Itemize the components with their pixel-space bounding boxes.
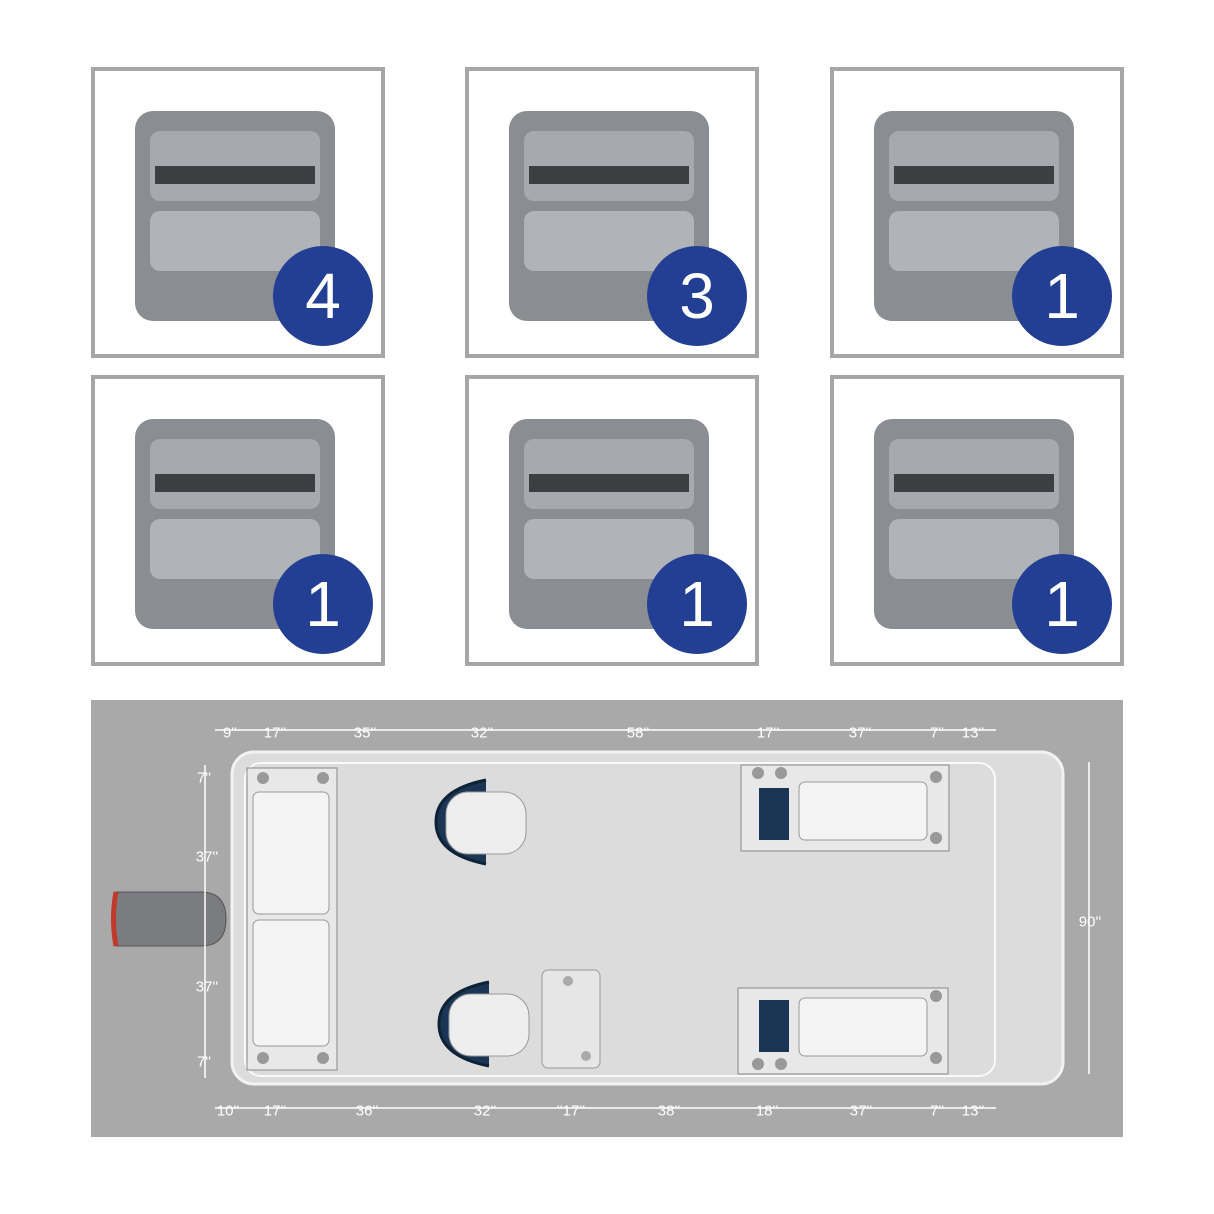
- dimension-label: 37'': [849, 1102, 873, 1120]
- dimension-label: 17'': [263, 1102, 287, 1120]
- quantity-badge: 1: [647, 554, 747, 654]
- quantity-badge: 3: [647, 246, 747, 346]
- quantity-badge: 4: [273, 246, 373, 346]
- dimension-label: 32'': [473, 1102, 497, 1120]
- dimension-label: 35'': [353, 724, 377, 742]
- dimension-label: 90'': [1078, 913, 1102, 931]
- seating-layout-diagram: 9'' 17'' 35'' 32'' 58'' 17'' 37'' 7'' 13'' 10'' 17…: [91, 700, 1123, 1137]
- deck-fence: [244, 762, 996, 1077]
- dimension-label: 17'': [756, 724, 780, 742]
- dimension-label: 37'': [848, 724, 872, 742]
- front-lounge-bottom: [737, 987, 949, 1075]
- dimension-label: 18'': [755, 1102, 779, 1120]
- product-card-right-lounge-seat[interactable]: 1: [830, 375, 1124, 666]
- dimension-label: 38'': [657, 1102, 681, 1120]
- captain-chair-bottom: [437, 980, 530, 1068]
- dimension-label: 13'': [961, 1102, 985, 1120]
- quantity-badge: 1: [273, 554, 373, 654]
- product-card-corner-seat[interactable]: 3: [465, 67, 759, 358]
- dimension-label: 7'': [929, 724, 945, 742]
- product-card-bench-seat[interactable]: 4: [91, 67, 385, 358]
- product-card-console[interactable]: 1: [830, 67, 1124, 358]
- dimension-label: 7'': [196, 769, 212, 787]
- layout-drawing: [111, 729, 1090, 1109]
- dimension-label: ''17'': [556, 1102, 586, 1120]
- product-card-captain-chair[interactable]: 1: [91, 375, 385, 666]
- dimension-label: 10'': [216, 1102, 240, 1120]
- dimension-label: 58'': [626, 724, 650, 742]
- product-card-left-lounge-seat[interactable]: 1: [465, 375, 759, 666]
- dimension-label: 7'': [929, 1102, 945, 1120]
- dimension-label: 36'': [355, 1102, 379, 1120]
- dimension-lines: [204, 729, 1090, 1109]
- captain-chair-top: [434, 778, 527, 866]
- dimension-label: 37'': [195, 848, 219, 866]
- dimension-label: 7'': [196, 1053, 212, 1071]
- quantity-badge: 1: [1012, 554, 1112, 654]
- outboard-motor-icon: [111, 891, 227, 947]
- rear-bench-seat: [246, 767, 338, 1071]
- dimension-label: 13'': [961, 724, 985, 742]
- dimension-label: 37'': [195, 978, 219, 996]
- console: [541, 969, 601, 1069]
- dimension-label: 17'': [263, 724, 287, 742]
- quantity-badge: 1: [1012, 246, 1112, 346]
- front-lounge-top: [740, 764, 950, 852]
- dimension-label: 9'': [222, 724, 238, 742]
- dimension-label: 32'': [470, 724, 494, 742]
